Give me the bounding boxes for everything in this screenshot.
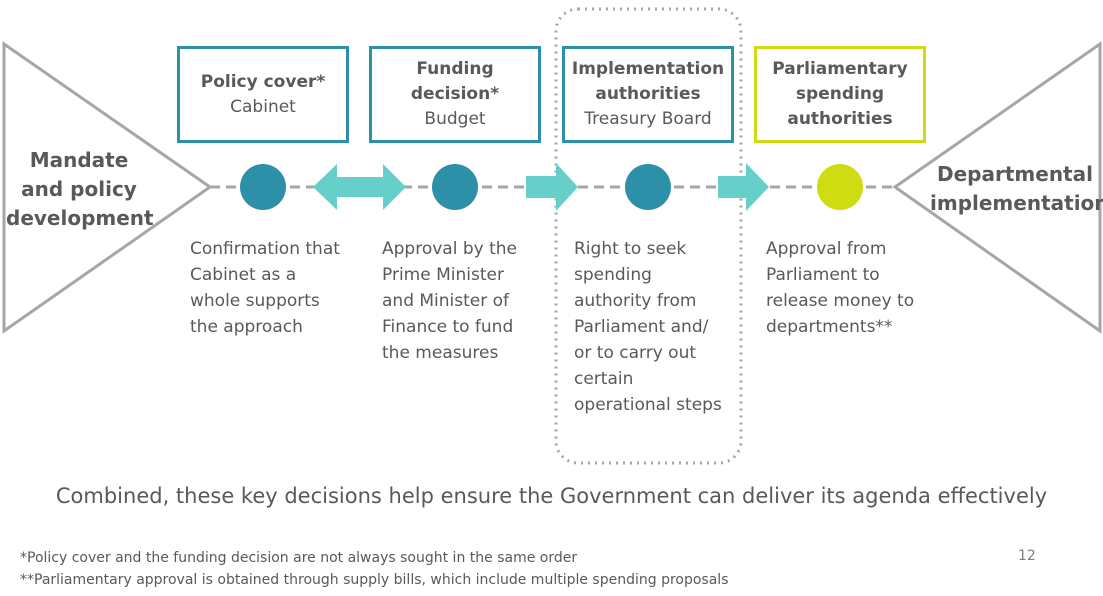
treasury-board-highlight: [554, 7, 743, 465]
footnote-1: *Policy cover and the funding decision a…: [20, 550, 578, 566]
policy-cover-box: Policy cover* Cabinet: [177, 46, 349, 143]
step-subtitle: Budget: [424, 109, 486, 129]
implementation-label: Departmental implementation: [930, 162, 1103, 215]
cabinet-description: Confirmation that Cabinet as a whole sup…: [190, 239, 340, 337]
cabinet-node: [240, 164, 286, 210]
implementation-triangle: [892, 41, 1102, 334]
double-arrow: [313, 164, 406, 210]
step-subtitle: Cabinet: [230, 96, 296, 117]
mandate-triangle: [2, 41, 213, 334]
parliament-node: [817, 164, 863, 210]
summary-text: Combined, these key decisions help ensur…: [55, 484, 1048, 508]
parliamentary-spending-box: Parliamentary spending authorities: [754, 46, 926, 143]
step-title: Policy cover*: [200, 71, 326, 92]
funding-decision-box: Funding decision* Budget: [369, 46, 541, 143]
step-subtitle: Treasury Board: [584, 109, 712, 129]
implementation-authorities-box: Implementation authorities Treasury Boar…: [562, 46, 734, 143]
treasury-board-node: [625, 164, 671, 210]
parliament-description: Approval from Parliament to release mone…: [766, 239, 915, 337]
step-title: Parliamentary spending authorities: [772, 59, 908, 129]
mandate-label: Mandate and policy development: [6, 148, 154, 230]
treasury-board-description: Right to seek spending authority from Pa…: [574, 239, 722, 415]
page-number: 12: [1018, 548, 1036, 564]
footnote-2: **Parliamentary approval is obtained thr…: [20, 572, 729, 588]
budget-description: Approval by the Prime Minister and Minis…: [382, 239, 517, 363]
arrow-to-treasury-board: [526, 163, 578, 211]
budget-node: [432, 164, 478, 210]
step-title: Implementation authorities: [571, 59, 725, 104]
step-title: Funding decision*: [410, 59, 500, 104]
arrow-to-parliament: [718, 163, 769, 211]
